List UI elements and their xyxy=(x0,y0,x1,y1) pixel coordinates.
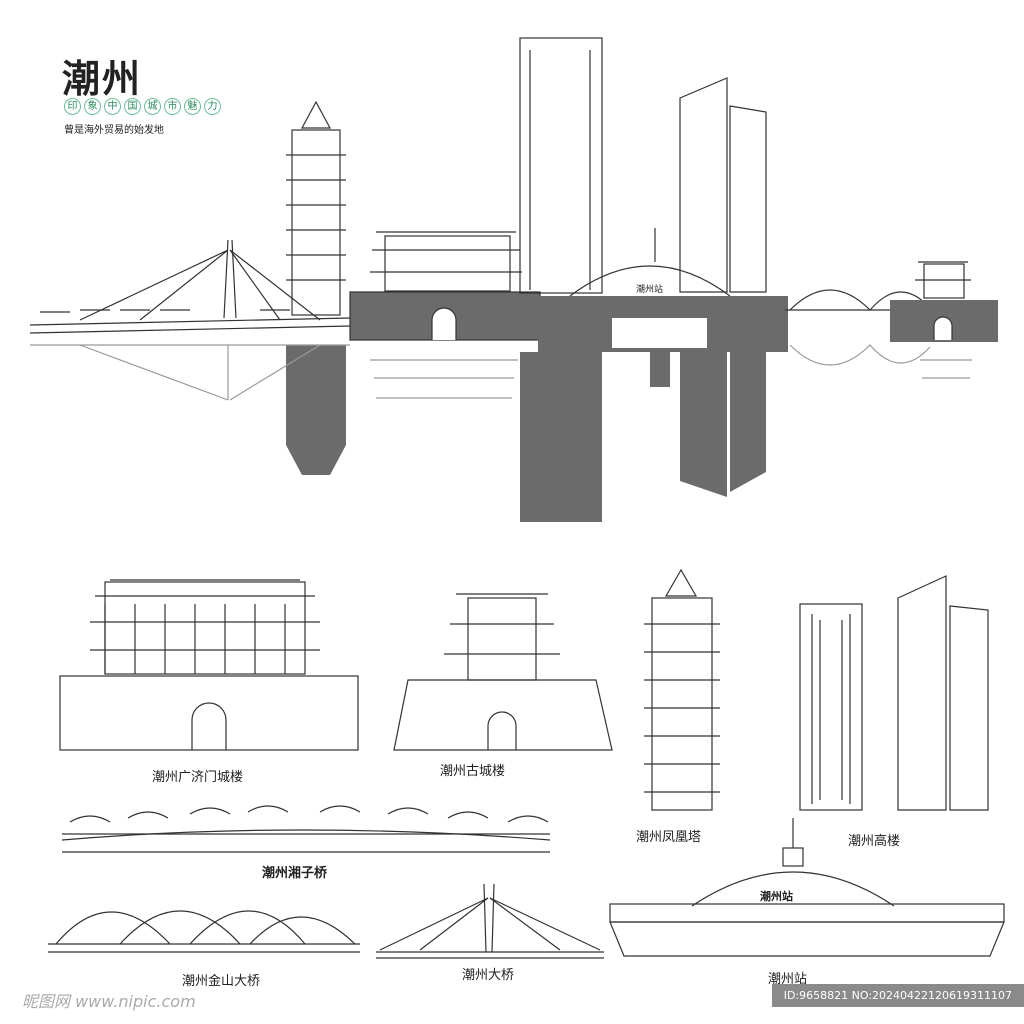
subtitle-char: 国 xyxy=(124,98,141,115)
skyline-reflection xyxy=(286,345,766,522)
tagline: 曾是海外贸易的始发地 xyxy=(64,125,164,136)
subtitle-badges: 印象中国城市魅力 xyxy=(64,98,221,115)
subtitle-char: 力 xyxy=(204,98,221,115)
ancient-gate-drawing xyxy=(393,593,613,751)
subtitle-char: 市 xyxy=(164,98,181,115)
subtitle-char: 印 xyxy=(64,98,81,115)
chaozhou-bridge-drawing xyxy=(376,883,604,959)
caption-gaolou: 潮州高楼 xyxy=(848,834,901,849)
caption-guangji: 潮州广济门城楼 xyxy=(152,770,244,785)
image-id-bar: ID:9658821 NO:20240422120619311107 xyxy=(771,984,1024,1007)
caption-jinshan: 潮州金山大桥 xyxy=(182,974,261,989)
page-title: 潮州 xyxy=(62,57,143,101)
reflection-lines xyxy=(30,344,972,401)
caption-fenghuang: 潮州凤凰塔 xyxy=(636,830,702,845)
station-sign: 潮州站 xyxy=(760,889,793,903)
guangji-gate-drawing xyxy=(59,579,359,751)
subtitle-char: 象 xyxy=(84,98,101,115)
high-rise-drawing xyxy=(799,575,989,811)
jinshan-bridge-drawing xyxy=(48,910,360,953)
xiangzi-bridge-drawing xyxy=(61,805,551,853)
station-drawing: 潮州站 xyxy=(609,818,1005,957)
skyline-top: 潮州站 xyxy=(29,37,998,352)
caption-daqiao: 潮州大桥 xyxy=(462,968,515,983)
caption-zhan: 潮州站 xyxy=(768,972,808,987)
station-sign-top: 潮州站 xyxy=(636,283,663,295)
subtitle-char: 魅 xyxy=(184,98,201,115)
caption-gucheng: 潮州古城楼 xyxy=(440,764,506,779)
site-watermark: 昵图网 www.nipic.com xyxy=(22,992,196,1011)
phoenix-pagoda-drawing xyxy=(644,568,720,811)
caption-xiangzi: 潮州湘子桥 xyxy=(262,866,328,881)
subtitle-char: 城 xyxy=(144,98,161,115)
subtitle-char: 中 xyxy=(104,98,121,115)
